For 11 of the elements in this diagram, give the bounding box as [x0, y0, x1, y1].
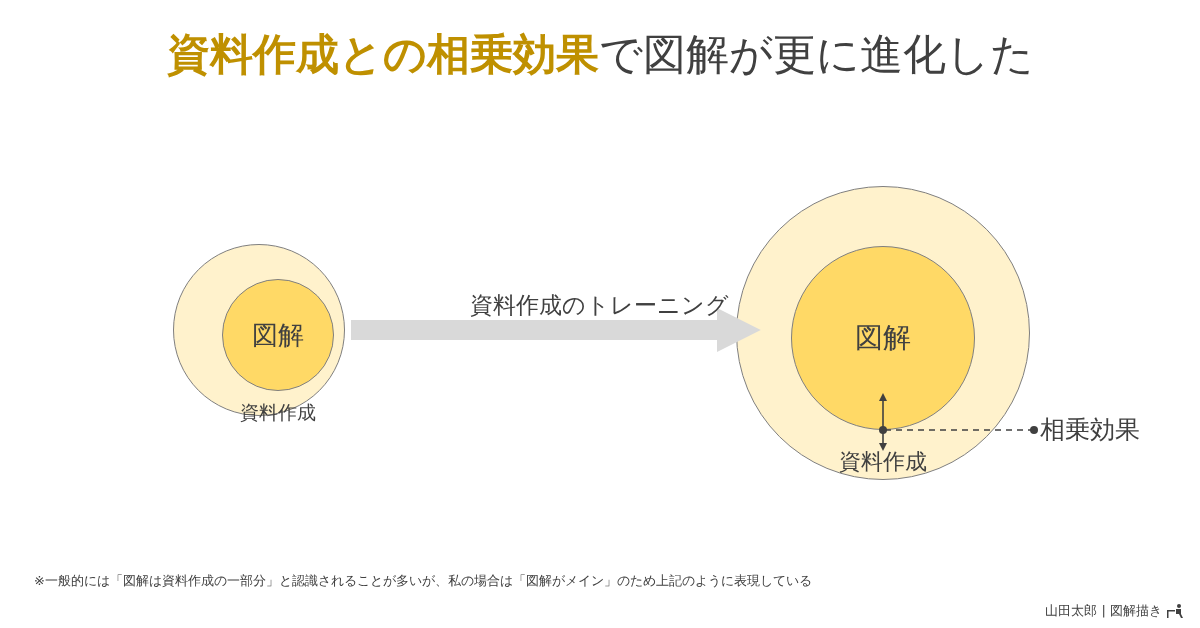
author-signature: 山田太郎 | 図解描き: [1045, 602, 1162, 620]
edge-label: 資料作成のトレーニング: [470, 291, 729, 320]
footnote: ※一般的には「図解は資料作成の一部分」と認識されることが多いが、私の場合は「図解がメイン」のため上記のように表現している: [34, 572, 812, 590]
block-arrow: [351, 308, 761, 352]
leader-line: [879, 426, 1038, 434]
circle-label: 図解: [252, 322, 304, 348]
annotation-text: 相乗効果: [1040, 413, 1140, 447]
circle-label: 資料作成: [839, 451, 927, 473]
circle-label: 図解: [855, 324, 911, 352]
circle-label: 資料作成: [240, 402, 316, 422]
title: 資料作成との相乗効果で図解が更に進化した: [165, 28, 1035, 81]
